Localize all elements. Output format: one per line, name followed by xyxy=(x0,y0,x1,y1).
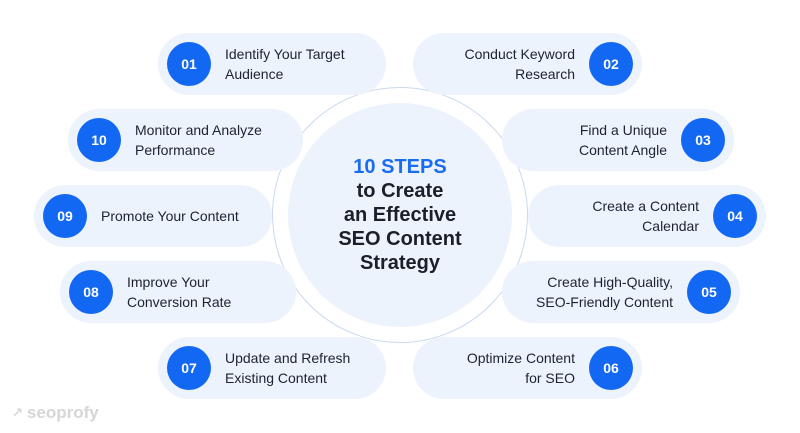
step-06: Optimize Content for SEO 06 xyxy=(413,337,642,399)
center-title-circle: 10 STEPS to Create an Effective SEO Cont… xyxy=(288,103,512,327)
arrow-up-right-icon: ↗ xyxy=(12,405,23,420)
brand-logo: ↗ seoprofy xyxy=(12,403,99,423)
step-number-badge: 10 xyxy=(77,118,121,162)
step-number-badge: 07 xyxy=(167,346,211,390)
title-line: to Create xyxy=(356,180,444,202)
step-number-badge: 06 xyxy=(589,346,633,390)
title-highlight: 10 STEPS xyxy=(353,156,447,178)
step-number-badge: 03 xyxy=(681,118,725,162)
step-number-badge: 02 xyxy=(589,42,633,86)
step-02: Conduct Keyword Research 02 xyxy=(413,33,642,95)
step-label: Promote Your Content xyxy=(101,208,239,224)
step-label: Update and Refresh Existing Content xyxy=(225,350,351,386)
step-number-badge: 09 xyxy=(43,194,87,238)
step-number-badge: 08 xyxy=(69,270,113,314)
step-label: Create High-Quality, SEO-Friendly Conten… xyxy=(536,274,673,310)
step-label: Create a Content Calendar xyxy=(592,198,699,234)
title-line: an Effective xyxy=(343,204,457,226)
title-line: Strategy xyxy=(359,252,441,274)
step-number-badge: 04 xyxy=(713,194,757,238)
step-label: Conduct Keyword Research xyxy=(464,46,575,82)
step-label: Find a Unique Content Angle xyxy=(579,122,667,158)
title-line: SEO Content xyxy=(338,228,462,250)
step-number-badge: 01 xyxy=(167,42,211,86)
step-09: 09 Promote Your Content xyxy=(34,185,272,247)
step-01: 01 Identify Your Target Audience xyxy=(158,33,386,95)
step-08: 08 Improve Your Conversion Rate xyxy=(60,261,296,323)
step-label: Identify Your Target Audience xyxy=(225,46,345,82)
step-label: Monitor and Analyze Performance xyxy=(135,122,262,158)
step-number-badge: 05 xyxy=(687,270,731,314)
step-label: Improve Your Conversion Rate xyxy=(127,274,232,310)
brand-name: seoprofy xyxy=(26,403,99,422)
step-04: Create a Content Calendar 04 xyxy=(528,185,766,247)
step-10: 10 Monitor and Analyze Performance xyxy=(68,109,303,171)
step-03: Find a Unique Content Angle 03 xyxy=(502,109,734,171)
step-05: Create High-Quality, SEO-Friendly Conten… xyxy=(502,261,740,323)
step-07: 07 Update and Refresh Existing Content xyxy=(158,337,386,399)
step-label: Optimize Content for SEO xyxy=(466,350,575,386)
